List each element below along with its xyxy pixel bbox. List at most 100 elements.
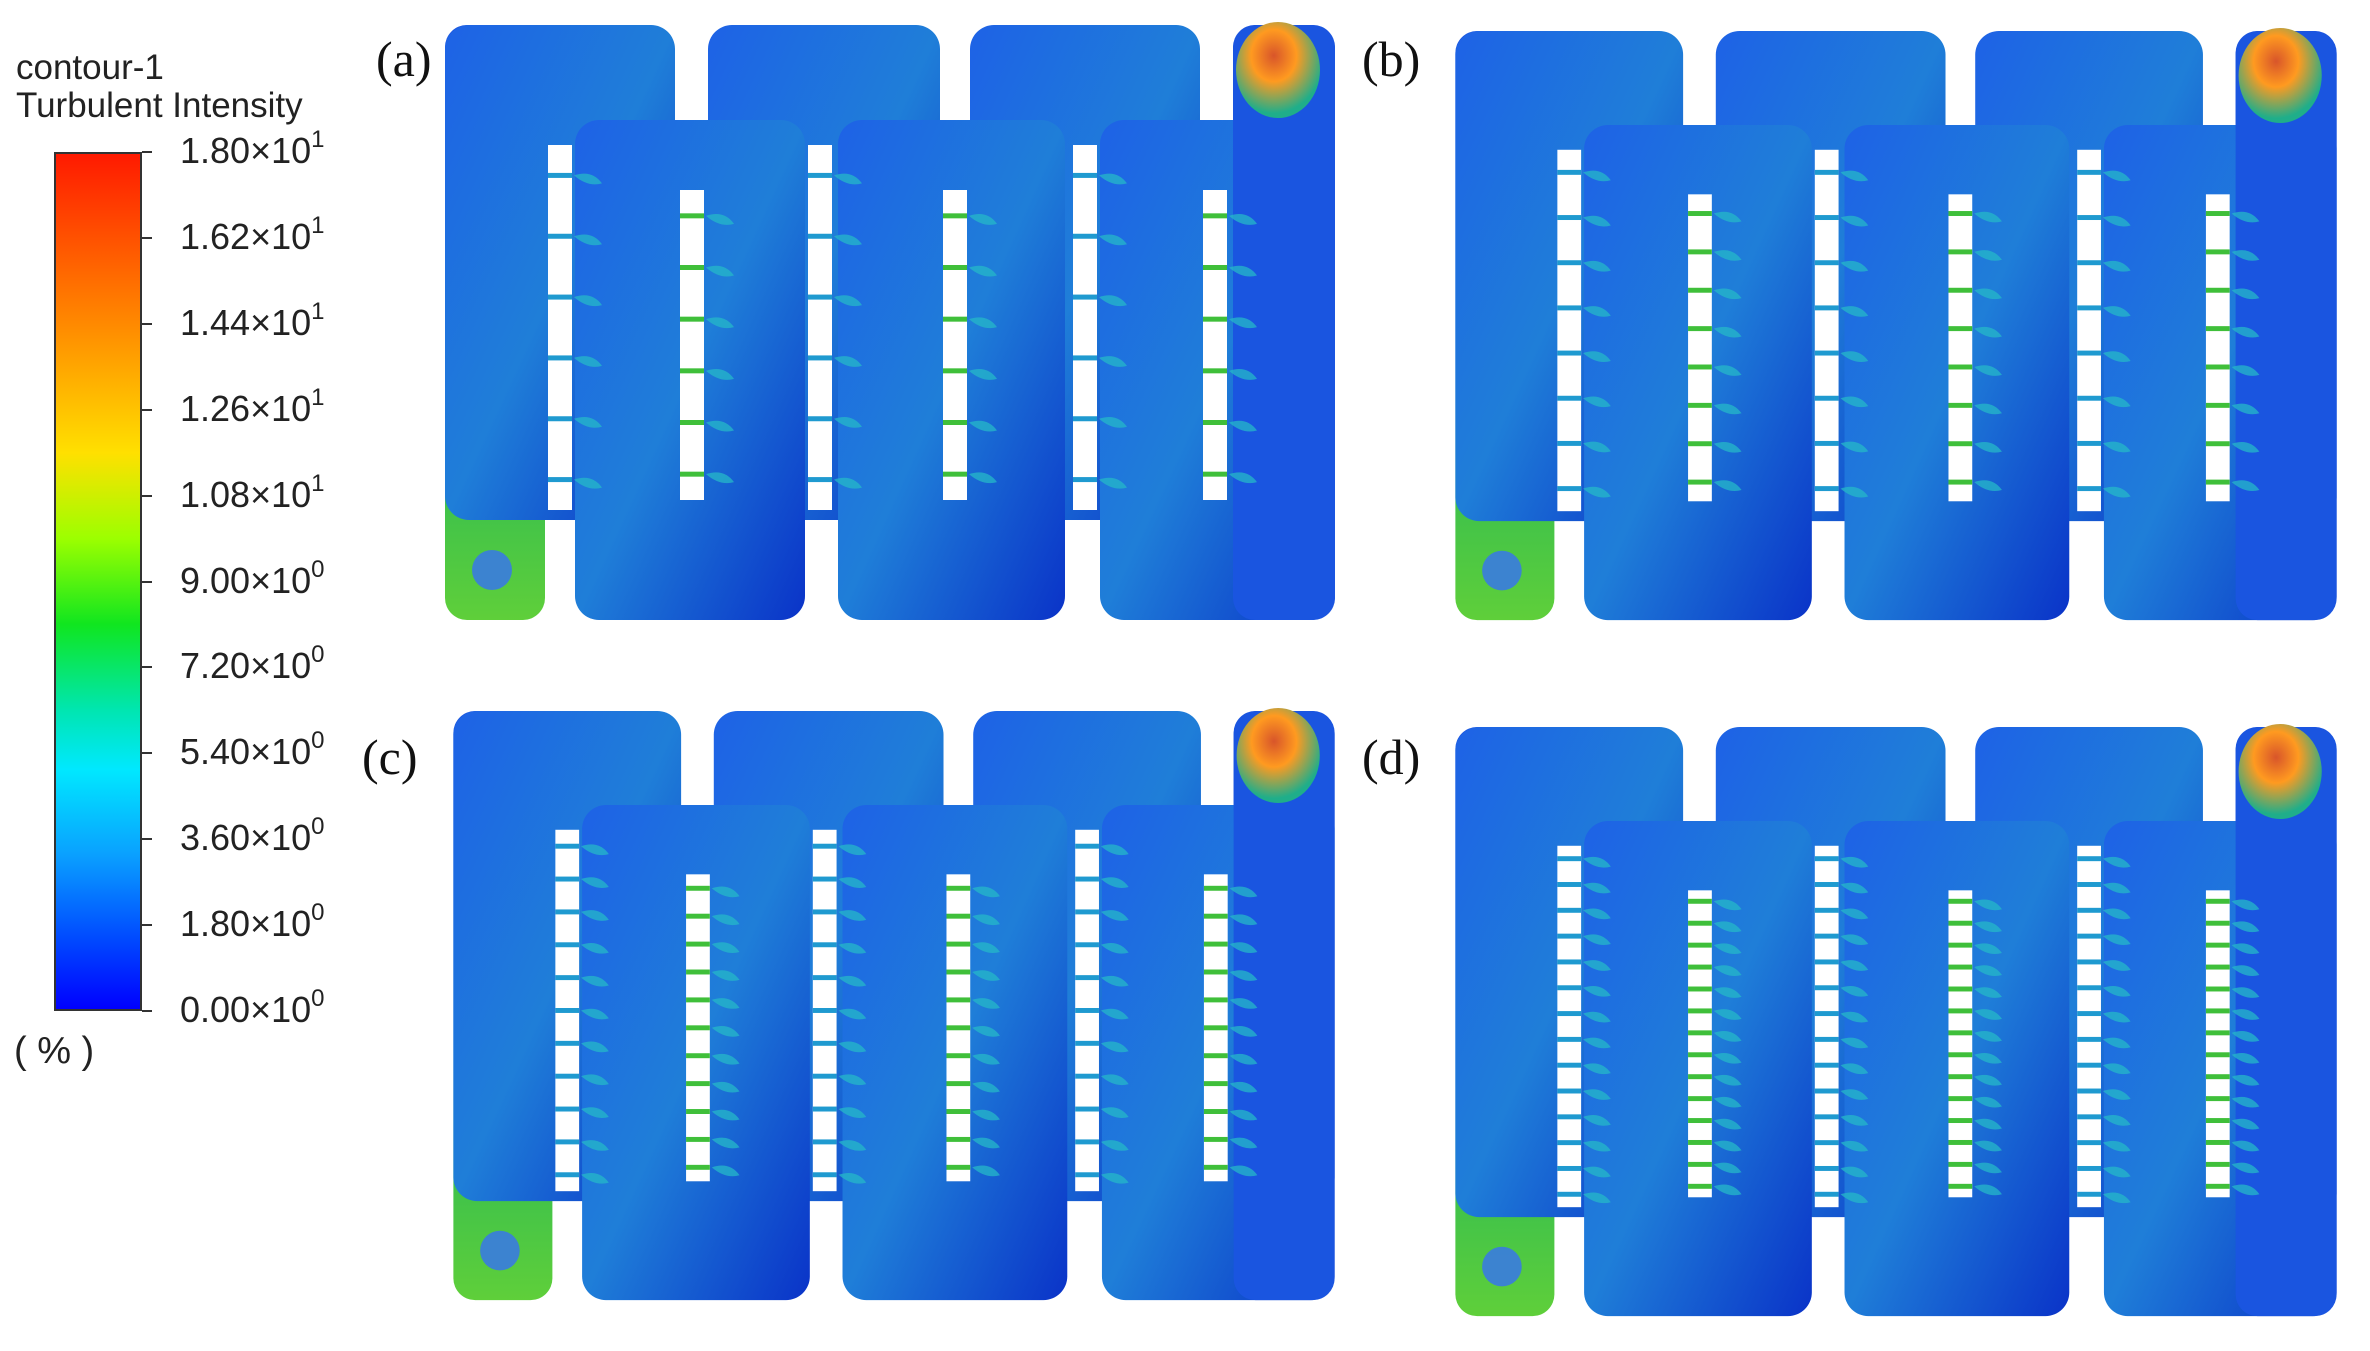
baffle-bar: [1688, 364, 1712, 370]
wake-plume: [574, 356, 602, 367]
baffle-bar: [1688, 964, 1712, 970]
baffle-bar: [2205, 326, 2230, 332]
baffle-bar: [2205, 441, 2230, 447]
wake-plume: [2231, 1031, 2260, 1042]
wake-plume: [581, 942, 609, 954]
baffle-bar: [2205, 249, 2230, 255]
colorbar-tick-label: 5.40×100: [180, 727, 325, 773]
wake-plume: [1840, 856, 1869, 868]
baffle-bar: [1073, 294, 1097, 300]
wake-plume: [1840, 1166, 1869, 1178]
wake-plume: [1100, 1041, 1129, 1053]
baffle-bar: [1203, 885, 1228, 891]
baffle-bar: [1688, 1030, 1712, 1036]
colorbar-tick: [142, 494, 152, 497]
baffle-bar: [1948, 1008, 1973, 1014]
wake-plume: [972, 1137, 1000, 1149]
baffle-bar: [2205, 211, 2230, 216]
baffle-bar: [1557, 260, 1582, 266]
baffle-bar: [1814, 305, 1839, 311]
wake-plume: [1583, 1037, 1611, 1049]
wake-plume: [834, 295, 862, 307]
baffle-bar: [1948, 898, 1973, 904]
baffle-bar: [1203, 265, 1227, 270]
wake-plume: [706, 369, 734, 380]
baffle-bar: [1948, 287, 1973, 293]
baffle-bar: [2077, 907, 2101, 913]
baffle-slit: [1948, 194, 1973, 502]
baffle-bar: [1688, 1161, 1712, 1167]
wake-plume: [706, 472, 734, 484]
panel-label-a: (a): [376, 31, 432, 87]
baffle-bar: [2205, 986, 2230, 992]
baffle-bar: [943, 368, 967, 374]
wake-plume: [1099, 416, 1127, 428]
wake-plume: [711, 1081, 740, 1093]
baffle-bar: [1075, 843, 1099, 849]
wake-plume: [2231, 921, 2260, 933]
baffle-bar: [2077, 440, 2101, 446]
wake-plume: [1974, 1096, 2002, 1108]
wake-plume: [1100, 910, 1129, 921]
wake-plume: [1583, 1115, 1611, 1126]
baffle-bar: [1814, 1036, 1839, 1042]
baffle-bar: [1203, 941, 1228, 947]
wake-plume: [1583, 882, 1611, 894]
wake-plume: [1840, 215, 1869, 227]
wake-plume: [1840, 1140, 1869, 1152]
baffle-bar: [1688, 326, 1712, 332]
baffle-bar: [1948, 1139, 1973, 1145]
outlet-channel: [1233, 25, 1335, 620]
wake-plume: [834, 234, 862, 246]
baffle-bar: [808, 416, 832, 422]
colorbar-tick: [142, 666, 152, 669]
wake-plume: [1840, 1037, 1869, 1049]
baffle-slit: [1688, 194, 1712, 502]
outlet-channel: [2235, 30, 2337, 621]
wake-plume: [1100, 844, 1129, 856]
outlet-hotspot: [1236, 707, 1320, 804]
baffle-bar: [1688, 986, 1712, 992]
baffle-bar: [1814, 985, 1839, 991]
wake-plume: [574, 295, 602, 307]
wake-plume: [2231, 365, 2260, 376]
wake-plume: [972, 942, 1000, 954]
baffle-bar: [2077, 1114, 2101, 1120]
wake-plume: [2231, 326, 2260, 338]
wake-plume: [1974, 1009, 2002, 1020]
colorbar-tick: [142, 236, 152, 239]
colorbar-tick-label: 1.26×101: [180, 383, 325, 429]
baffle-bar: [2205, 1008, 2230, 1014]
baffle-bar: [812, 909, 837, 915]
baffle-bar: [812, 1073, 837, 1079]
wake-plume: [1583, 1140, 1611, 1152]
baffle-bar: [1814, 882, 1839, 887]
baffle-bar: [812, 876, 837, 882]
wake-plume: [972, 1026, 1000, 1037]
baffle-bar: [1073, 172, 1097, 178]
wake-plume: [834, 416, 862, 428]
baffle-bar: [1948, 441, 1973, 447]
baffle-bar: [2205, 402, 2230, 408]
baffle-bar: [1203, 913, 1228, 919]
wake-plume: [2102, 441, 2131, 453]
baffle-bar: [2077, 395, 2101, 401]
wake-plume: [711, 1053, 740, 1065]
baffle-bar: [1688, 211, 1712, 216]
wake-plume: [1099, 356, 1127, 367]
wake-plume: [972, 1053, 1000, 1065]
wake-plume: [711, 970, 740, 981]
wake-plume: [2102, 1140, 2131, 1152]
wake-plume: [1974, 250, 2002, 261]
baffle-bar: [2077, 215, 2101, 221]
wake-plume: [972, 1165, 1000, 1177]
wake-plume: [581, 877, 609, 888]
baffle-bar: [1073, 355, 1097, 361]
wake-plume: [969, 265, 997, 277]
baffle-bar: [946, 913, 971, 919]
baffle-bar: [686, 997, 710, 1003]
wake-plume: [1583, 441, 1611, 453]
wake-plume: [581, 1074, 609, 1086]
baffle-bar: [1557, 1036, 1582, 1042]
